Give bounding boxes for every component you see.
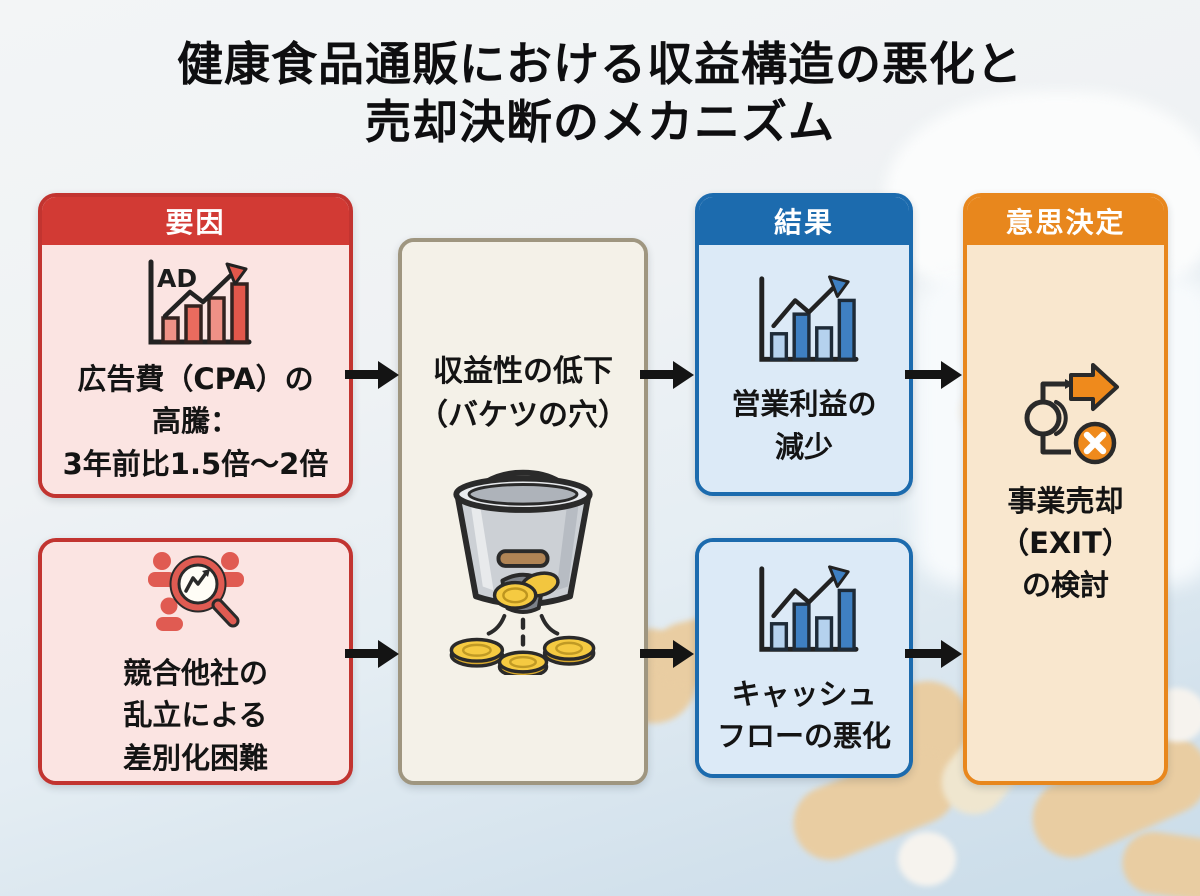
result-operating-profit-label: 営業利益の 減少	[731, 387, 877, 464]
factors-column-header: 要因	[42, 197, 349, 245]
tablet-shape	[1118, 827, 1200, 896]
factor-competition-label: 競合他社の 乱立による 差別化困難	[122, 656, 268, 775]
flow-arrow-profitability-to-cashflow	[640, 649, 674, 658]
competition-analysis-icon	[147, 552, 244, 632]
page-title: 健康食品通販における収益構造の悪化と 売却決断のメカニズム	[0, 36, 1200, 152]
svg-text:AD: AD	[157, 264, 197, 293]
round-pill-shape	[898, 832, 956, 886]
result-box-operating-profit: 結果 営業利益の 減少	[695, 193, 913, 496]
flow-arrow-profit-to-decision	[905, 370, 942, 379]
flow-arrow-adcost-to-profitability	[345, 370, 379, 379]
flow-arrow-competition-to-profitability	[345, 649, 379, 658]
leaky-bucket-illustration	[449, 469, 596, 675]
business-exit-icon	[1024, 362, 1119, 465]
page-title-line2: 売却決断のメカニズム	[365, 94, 835, 149]
flow-arrow-cashflow-to-decision	[905, 649, 942, 658]
result-box-cash-flow: キャッシュ フローの悪化	[695, 538, 913, 778]
page-title-line1: 健康食品通販における収益構造の悪化と	[177, 37, 1023, 91]
results-column-header: 結果	[699, 197, 909, 245]
decision-column-header: 意思決定	[967, 197, 1164, 245]
decision-exit-label: 事業売却 （EXIT） の検討	[1000, 483, 1131, 603]
bottleneck-label: 収益性の低下 （バケツの穴）	[418, 354, 628, 433]
factor-ad-cost-label: 広告費（CPA）の 高騰： 3年前比1.5倍～2倍	[62, 362, 329, 481]
bottleneck-box-profitability: 収益性の低下 （バケツの穴）	[398, 238, 648, 785]
rising-bar-chart-icon	[759, 565, 859, 652]
decision-box-exit: 意思決定 事業売却 （EXIT） の検討	[963, 193, 1168, 785]
ad-cost-rising-chart-icon: AD	[148, 259, 251, 345]
factor-box-ad-cost: 要因 AD 広告費（CPA）の 高騰： 3年前比1.5倍～2倍	[38, 193, 353, 498]
flow-arrow-profitability-to-profit	[640, 370, 674, 379]
rising-bar-chart-icon	[759, 275, 859, 363]
factor-box-competition: 競合他社の 乱立による 差別化困難	[38, 538, 353, 785]
result-cash-flow-label: キャッシュ フローの悪化	[716, 676, 891, 753]
